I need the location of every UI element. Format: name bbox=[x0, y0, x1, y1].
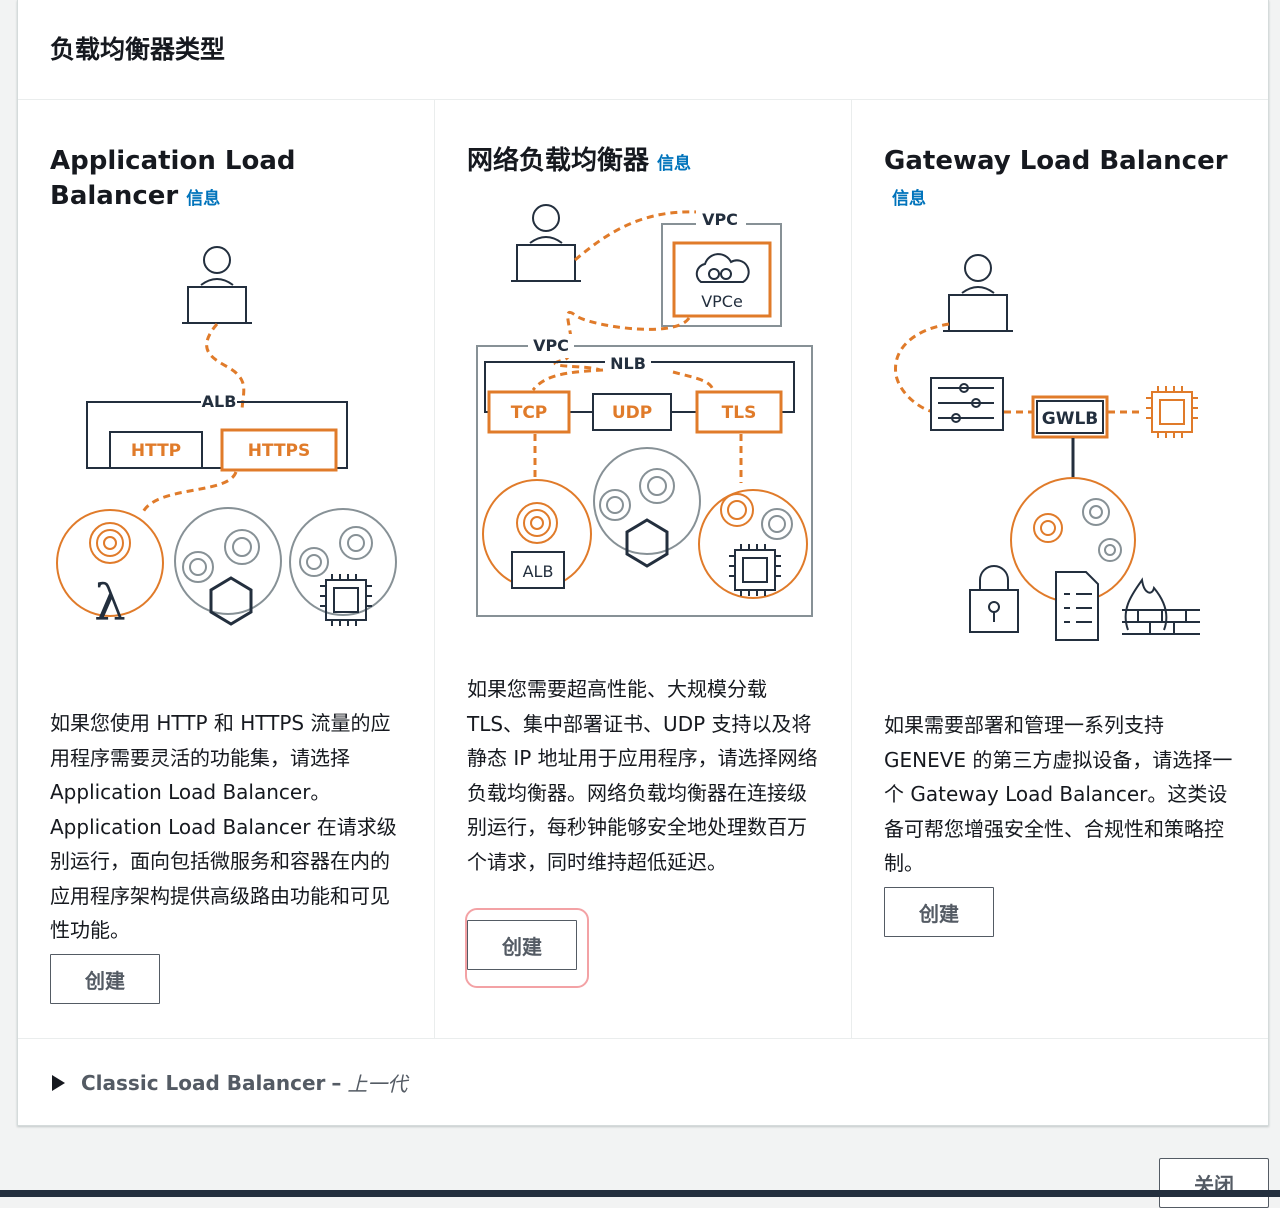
udp-box bbox=[592, 393, 672, 431]
instance-target-group bbox=[698, 489, 808, 599]
user-laptop-icon bbox=[511, 204, 581, 282]
tls-box-label: TLS bbox=[722, 403, 757, 423]
tcp-box-label: TCP bbox=[511, 403, 548, 423]
nlb-card: 网络负载均衡器信息 VPC VPCe VPC bbox=[435, 100, 852, 1038]
alb-diagram: ALB HTTP HTTPS λ bbox=[56, 246, 397, 632]
gwlb-inner-frame bbox=[1036, 400, 1104, 434]
nlb-info-link[interactable]: 信息 bbox=[657, 154, 692, 174]
connection-path bbox=[894, 322, 950, 414]
vpc-top-label: VPC bbox=[702, 210, 738, 229]
focus-ring bbox=[465, 908, 589, 988]
target-icon bbox=[761, 508, 793, 540]
alb-create-button[interactable]: 创建 bbox=[50, 954, 160, 1004]
vpc-label: VPC bbox=[533, 336, 569, 355]
tls-box bbox=[695, 390, 783, 434]
classic-lb-separator: – bbox=[331, 1070, 342, 1095]
http-box bbox=[109, 431, 203, 469]
https-box-label: HTTPS bbox=[248, 441, 311, 461]
container-icon bbox=[209, 576, 253, 626]
firewall-icon bbox=[1122, 577, 1200, 635]
routing-arrows-icon bbox=[938, 383, 994, 423]
nlb-group-label: NLB bbox=[610, 354, 646, 373]
nlb-diagram: VPC VPCe VPC NLB TCP UDP TLS bbox=[476, 204, 813, 617]
vpce-label: VPCe bbox=[701, 292, 743, 311]
alb-target-label: ALB bbox=[523, 562, 554, 581]
target-icon bbox=[1033, 513, 1063, 543]
alb-target-box bbox=[511, 551, 565, 589]
nlb-description: 如果您需要超高性能、大规模分载 TLS、集中部署证书、UDP 支持以及将静态 I… bbox=[467, 677, 818, 874]
target-icon bbox=[720, 493, 754, 527]
classic-lb-generation: 上一代 bbox=[347, 1072, 408, 1096]
container-icon bbox=[625, 518, 669, 568]
gwlb-description: 如果需要部署和管理一系列支持 GENEVE 的第三方虚拟设备，请选择一个 Gat… bbox=[884, 713, 1233, 875]
nlb-group-label-bg bbox=[605, 351, 651, 375]
gwlb-card-title: Gateway Load Balancer 信息 bbox=[884, 144, 1244, 217]
vpce-box bbox=[672, 241, 772, 318]
gwlb-card: Gateway Load Balancer 信息 GWLB bbox=[852, 100, 1268, 1038]
lambda-icon: λ bbox=[94, 574, 126, 632]
close-button[interactable]: 关闭 bbox=[1159, 1158, 1269, 1208]
target-icon bbox=[516, 502, 558, 544]
user-laptop-icon bbox=[182, 246, 252, 324]
alb-info-link[interactable]: 信息 bbox=[186, 189, 221, 209]
user-laptop-icon bbox=[943, 254, 1013, 332]
panel-title: 负载均衡器类型 bbox=[50, 35, 226, 64]
checklist-icon bbox=[1055, 571, 1099, 641]
alb-description: 如果您使用 HTTP 和 HTTPS 流量的应用程序需要灵活的功能集，请选择 A… bbox=[50, 711, 397, 942]
container-target-group bbox=[174, 507, 282, 615]
classic-lb-expander[interactable]: Classic Load Balancer – 上一代 bbox=[18, 1038, 1268, 1126]
target-icon bbox=[89, 522, 131, 564]
connection-path-2 bbox=[141, 471, 238, 513]
https-box bbox=[220, 428, 338, 472]
caret-right-icon bbox=[52, 1074, 65, 1091]
lambda-target-group bbox=[56, 509, 164, 617]
target-icon bbox=[599, 468, 675, 521]
target-icon bbox=[299, 526, 373, 577]
udp-box-label: UDP bbox=[612, 403, 652, 423]
chip-icon bbox=[1146, 386, 1198, 438]
connection-path bbox=[574, 210, 698, 262]
nlb-title-text: 网络负载均衡器 bbox=[467, 146, 650, 176]
chip-icon bbox=[320, 574, 372, 626]
gwlb-title-text: Gateway Load Balancer bbox=[884, 146, 1228, 176]
bottom-bar bbox=[0, 1190, 1280, 1197]
lock-icon bbox=[969, 565, 1019, 633]
vpc-top-label-bg bbox=[696, 208, 746, 232]
alb-group-label: ALB bbox=[202, 392, 237, 411]
connection-path-3 bbox=[531, 368, 715, 391]
http-box-label: HTTP bbox=[131, 441, 181, 461]
gwlb-box bbox=[1031, 395, 1109, 439]
panel-header: 负载均衡器类型 bbox=[18, 0, 1268, 100]
cloud-icon bbox=[695, 253, 750, 283]
gwlb-diagram: GWLB bbox=[894, 254, 1200, 641]
nlb-create-button[interactable]: 创建 bbox=[467, 920, 577, 970]
nlb-card-title: 网络负载均衡器信息 bbox=[467, 144, 827, 182]
instance-target-group bbox=[289, 508, 397, 616]
target-icon bbox=[1082, 498, 1122, 562]
connection-path-2 bbox=[553, 311, 691, 372]
target-icon bbox=[182, 529, 260, 583]
connection-path-4 bbox=[533, 434, 743, 483]
chip-icon bbox=[729, 544, 781, 596]
gwlb-create-button[interactable]: 创建 bbox=[884, 887, 994, 937]
classic-lb-label: Classic Load Balancer bbox=[81, 1070, 326, 1095]
alb-group-label-bg bbox=[201, 390, 237, 414]
gwlb-info-link[interactable]: 信息 bbox=[892, 189, 926, 209]
alb-title-text: Application Load Balancer bbox=[50, 146, 296, 211]
vpc-label-bg bbox=[528, 334, 574, 358]
gwlb-box-label: GWLB bbox=[1042, 409, 1099, 429]
container-target-group bbox=[593, 447, 701, 555]
connection-path bbox=[205, 323, 246, 413]
vpc-frame bbox=[476, 345, 813, 617]
tcp-box bbox=[487, 390, 571, 434]
